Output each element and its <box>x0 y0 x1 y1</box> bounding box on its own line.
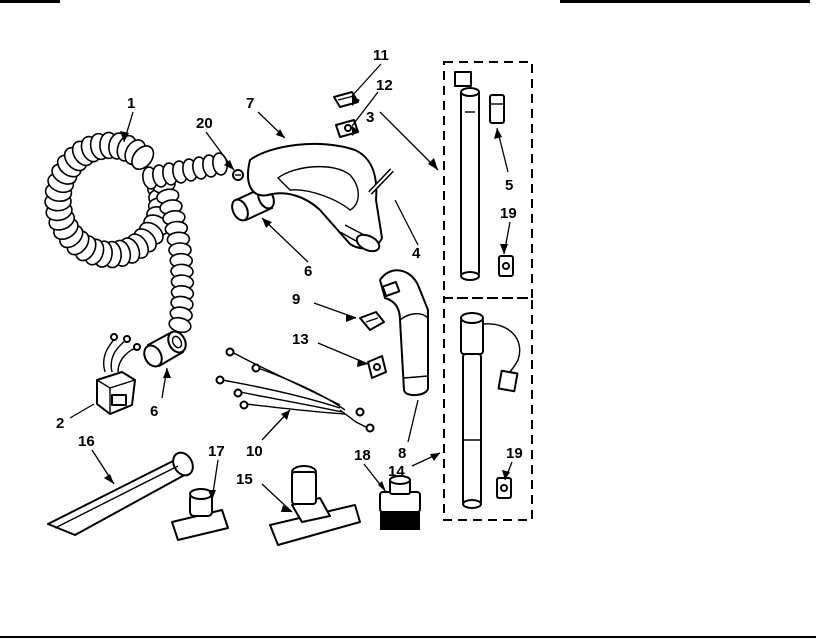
callout-20: 20 <box>196 115 213 132</box>
callout-labels: 1 2 3 4 5 6 6 7 8 9 10 11 12 13 14 15 16… <box>56 47 523 488</box>
clip-part-19-upper <box>498 255 514 277</box>
callout-2: 2 <box>56 415 64 432</box>
screw-part-20 <box>232 169 244 181</box>
callout-16: 16 <box>78 433 95 450</box>
elbow-part-8 <box>379 269 429 396</box>
hose-part-1 <box>44 131 228 334</box>
leader-lines <box>69 63 513 513</box>
callout-5: 5 <box>505 177 513 194</box>
handle-part-7 <box>247 142 383 253</box>
callout-10: 10 <box>246 443 263 460</box>
callout-15: 15 <box>236 471 253 488</box>
callout-14: 14 <box>388 463 405 480</box>
floor-nozzle-part-15 <box>269 465 361 546</box>
wiring-harness-part-10 <box>215 347 375 433</box>
wand-part-14 <box>460 312 521 509</box>
callout-3: 3 <box>366 109 374 126</box>
leader-arrowheads <box>104 96 510 512</box>
connector-part-2 <box>96 333 141 415</box>
callout-1: 1 <box>127 95 135 112</box>
group-box-part-14 <box>443 297 533 521</box>
callout-6-upper: 6 <box>304 263 312 280</box>
floor-tool-part-17 <box>171 488 229 541</box>
callout-6-lower: 6 <box>150 403 158 420</box>
callout-17: 17 <box>208 443 225 460</box>
clip-part-19-lower <box>496 477 512 499</box>
callout-4: 4 <box>412 245 421 262</box>
crevice-tool-part-16 <box>47 451 194 536</box>
group-box-part-3 <box>443 61 533 299</box>
callout-19-lower: 19 <box>506 445 523 462</box>
callout-7: 7 <box>246 95 254 112</box>
clip-part-13 <box>367 355 387 379</box>
callout-11: 11 <box>373 47 389 64</box>
callout-8: 8 <box>398 445 406 462</box>
callout-9: 9 <box>292 291 300 308</box>
callout-13: 13 <box>292 331 309 348</box>
clip-part-5 <box>489 94 505 124</box>
cropped-header-marks <box>0 0 810 3</box>
cuff-part-6-lower <box>143 330 187 368</box>
callout-18: 18 <box>354 447 371 464</box>
clip-part-9 <box>359 311 385 331</box>
dusting-brush-part-18 <box>379 475 421 530</box>
callout-19-upper: 19 <box>500 205 517 222</box>
spring-part-4 <box>368 168 394 195</box>
wand-part-3 <box>454 71 480 281</box>
callout-12: 12 <box>376 77 393 94</box>
